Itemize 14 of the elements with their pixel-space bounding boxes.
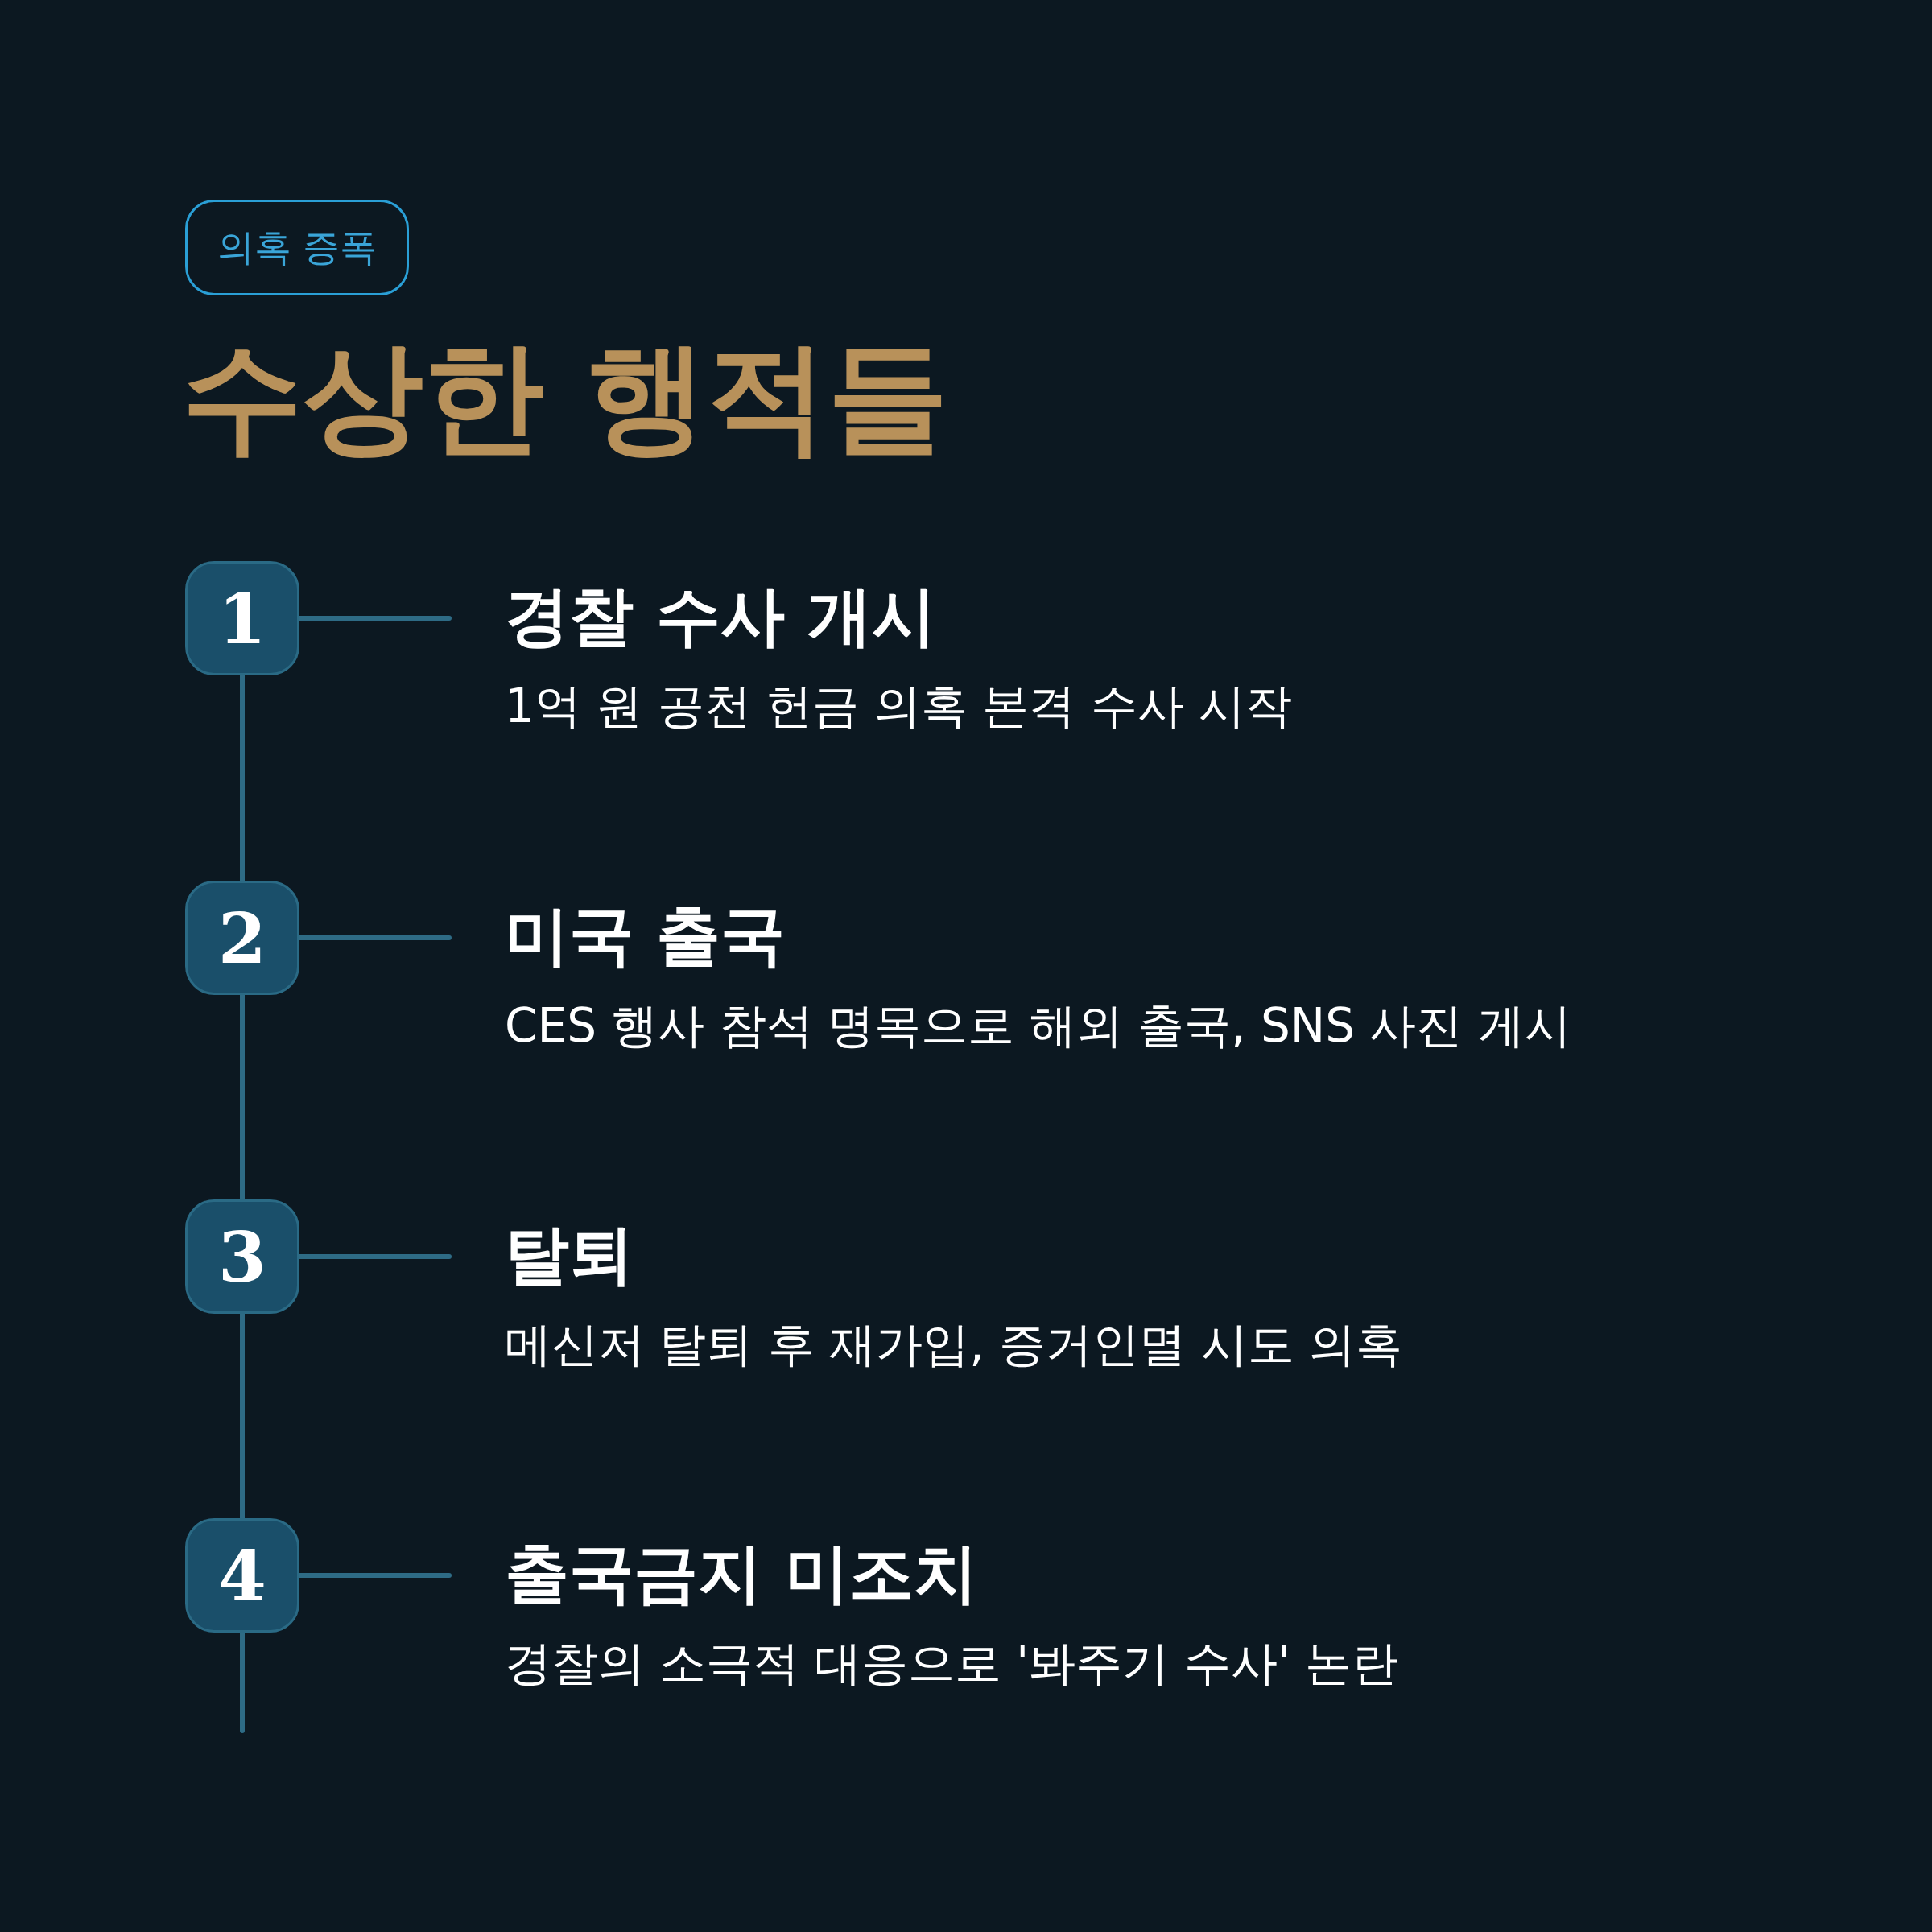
step-description: 경찰의 소극적 대응으로 '봐주기 수사' 논란: [505, 1640, 1399, 1686]
title: 수상한 행적들: [182, 336, 949, 457]
tag-label: 의혹 증폭: [185, 200, 409, 295]
step-heading: 경찰 수사 개시: [505, 584, 936, 649]
step-description: 1억 원 공천 헌금 의혹 본격 수사 시작: [505, 683, 1292, 729]
number-badge: 2: [185, 881, 299, 995]
number-badge: 3: [185, 1199, 299, 1314]
step-description: CES 행사 참석 명목으로 해외 출국, SNS 사진 게시: [505, 1002, 1571, 1049]
number-badge: 1: [185, 561, 299, 675]
step-heading: 미국 출국: [505, 904, 785, 968]
step-description: 메신저 탈퇴 후 재가입, 증거인멸 시도 의혹: [505, 1321, 1403, 1368]
step-heading: 출국금지 미조치: [505, 1542, 978, 1606]
number-badge: 4: [185, 1518, 299, 1633]
step-heading: 탈퇴: [505, 1223, 634, 1287]
